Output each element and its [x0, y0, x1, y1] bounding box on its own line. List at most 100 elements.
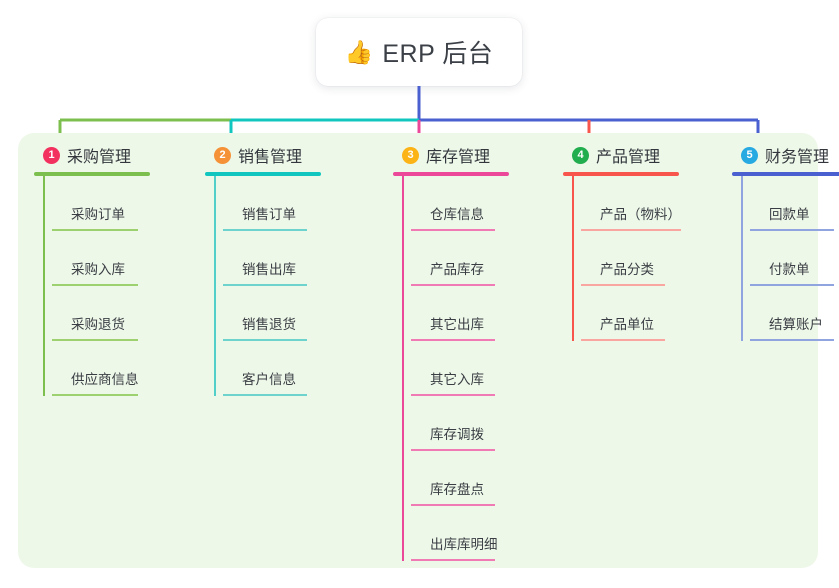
item-rule	[223, 394, 307, 396]
column-spine-3	[402, 176, 404, 561]
item-label: 产品（物料）	[600, 207, 681, 222]
item-label: 销售退货	[242, 317, 296, 332]
thumbs-up-icon: 👍	[344, 38, 374, 65]
item-rule	[411, 229, 495, 231]
item-rule	[411, 339, 495, 341]
item-label: 供应商信息	[71, 372, 139, 387]
root-title: ERP 后台	[382, 40, 494, 68]
list-item[interactable]: 产品（物料）	[581, 176, 723, 231]
item-label: 库存调拨	[430, 427, 484, 442]
column-title-3: 库存管理	[426, 149, 491, 166]
column-items-5: 回款单 付款单 结算账户	[732, 176, 839, 341]
item-label: 采购退货	[71, 317, 125, 332]
list-item[interactable]: 库存盘点	[411, 451, 543, 506]
root-node[interactable]: 👍 ERP 后台	[316, 18, 522, 86]
item-rule	[581, 284, 665, 286]
column-header-5[interactable]: 5 财务管理	[732, 142, 839, 168]
column-underline-4	[563, 172, 679, 176]
item-label: 结算账户	[769, 317, 823, 332]
column-spine-5	[741, 176, 743, 341]
column-underline-2	[205, 172, 321, 176]
item-label: 付款单	[769, 262, 810, 277]
column-underline-1	[34, 172, 150, 176]
column-purchase: 1 采购管理 采购订单 采购入库 采购退货 供应商信息	[34, 142, 184, 396]
column-badge-3: 3	[402, 146, 419, 164]
item-label: 其它入库	[430, 372, 484, 387]
list-item[interactable]: 供应商信息	[52, 341, 184, 396]
list-item[interactable]: 结算账户	[750, 286, 839, 341]
item-label: 产品单位	[600, 317, 654, 332]
column-items-3: 仓库信息 产品库存 其它出库 其它入库 库存调拨 库存盘点	[393, 176, 543, 561]
list-item[interactable]: 产品库存	[411, 231, 543, 286]
item-rule	[411, 449, 495, 451]
column-header-2[interactable]: 2 销售管理	[205, 142, 355, 168]
column-finance: 5 财务管理 回款单 付款单 结算账户	[732, 142, 839, 341]
item-rule	[223, 229, 307, 231]
item-rule	[750, 339, 834, 341]
item-label: 回款单	[769, 207, 810, 222]
item-rule	[411, 394, 495, 396]
column-title-4: 产品管理	[596, 149, 661, 166]
item-label: 产品库存	[430, 262, 484, 277]
content-panel	[18, 133, 818, 568]
column-spine-2	[214, 176, 216, 396]
item-rule	[581, 229, 681, 231]
list-item[interactable]: 产品单位	[581, 286, 723, 341]
list-item[interactable]: 采购入库	[52, 231, 184, 286]
list-item[interactable]: 其它出库	[411, 286, 543, 341]
item-rule	[223, 284, 307, 286]
list-item[interactable]: 客户信息	[223, 341, 355, 396]
column-inventory: 3 库存管理 仓库信息 产品库存 其它出库 其它入库 库存调拨	[393, 142, 543, 561]
item-rule	[411, 504, 495, 506]
item-label: 库存盘点	[430, 482, 484, 497]
column-header-3[interactable]: 3 库存管理	[393, 142, 543, 168]
column-underline-5	[732, 172, 839, 176]
list-item[interactable]: 回款单	[750, 176, 839, 231]
list-item[interactable]: 付款单	[750, 231, 839, 286]
column-title-5: 财务管理	[765, 149, 830, 166]
column-items-2: 销售订单 销售出库 销售退货 客户信息	[205, 176, 355, 396]
column-items-4: 产品（物料） 产品分类 产品单位	[563, 176, 723, 341]
list-item[interactable]: 采购订单	[52, 176, 184, 231]
item-label: 采购入库	[71, 262, 125, 277]
item-label: 销售出库	[242, 262, 296, 277]
list-item[interactable]: 销售退货	[223, 286, 355, 341]
item-rule	[52, 339, 138, 341]
item-rule	[411, 284, 495, 286]
item-label: 仓库信息	[430, 207, 484, 222]
item-label: 其它出库	[430, 317, 484, 332]
column-badge-5: 5	[741, 146, 758, 164]
column-header-1[interactable]: 1 采购管理	[34, 142, 184, 168]
list-item[interactable]: 采购退货	[52, 286, 184, 341]
item-label: 客户信息	[242, 372, 296, 387]
item-rule	[411, 559, 495, 561]
item-rule	[52, 284, 138, 286]
column-product: 4 产品管理 产品（物料） 产品分类 产品单位	[563, 142, 723, 341]
list-item[interactable]: 仓库信息	[411, 176, 543, 231]
item-rule	[750, 284, 834, 286]
list-item[interactable]: 其它入库	[411, 341, 543, 396]
item-label: 销售订单	[242, 207, 296, 222]
list-item[interactable]: 库存调拨	[411, 396, 543, 451]
list-item[interactable]: 销售订单	[223, 176, 355, 231]
column-spine-1	[43, 176, 45, 396]
column-sales: 2 销售管理 销售订单 销售出库 销售退货 客户信息	[205, 142, 355, 396]
column-badge-2: 2	[214, 146, 231, 164]
list-item[interactable]: 销售出库	[223, 231, 355, 286]
item-rule	[52, 394, 138, 396]
item-label: 出库库明细	[430, 537, 498, 552]
column-badge-1: 1	[43, 146, 60, 164]
column-spine-4	[572, 176, 574, 341]
list-item[interactable]: 产品分类	[581, 231, 723, 286]
item-rule	[52, 229, 138, 231]
item-label: 产品分类	[600, 262, 654, 277]
column-underline-3	[393, 172, 509, 176]
list-item[interactable]: 出库库明细	[411, 506, 543, 561]
item-rule	[223, 339, 307, 341]
item-label: 采购订单	[71, 207, 125, 222]
item-rule	[750, 229, 834, 231]
column-title-1: 采购管理	[67, 149, 132, 166]
column-title-2: 销售管理	[238, 149, 303, 166]
column-header-4[interactable]: 4 产品管理	[563, 142, 723, 168]
